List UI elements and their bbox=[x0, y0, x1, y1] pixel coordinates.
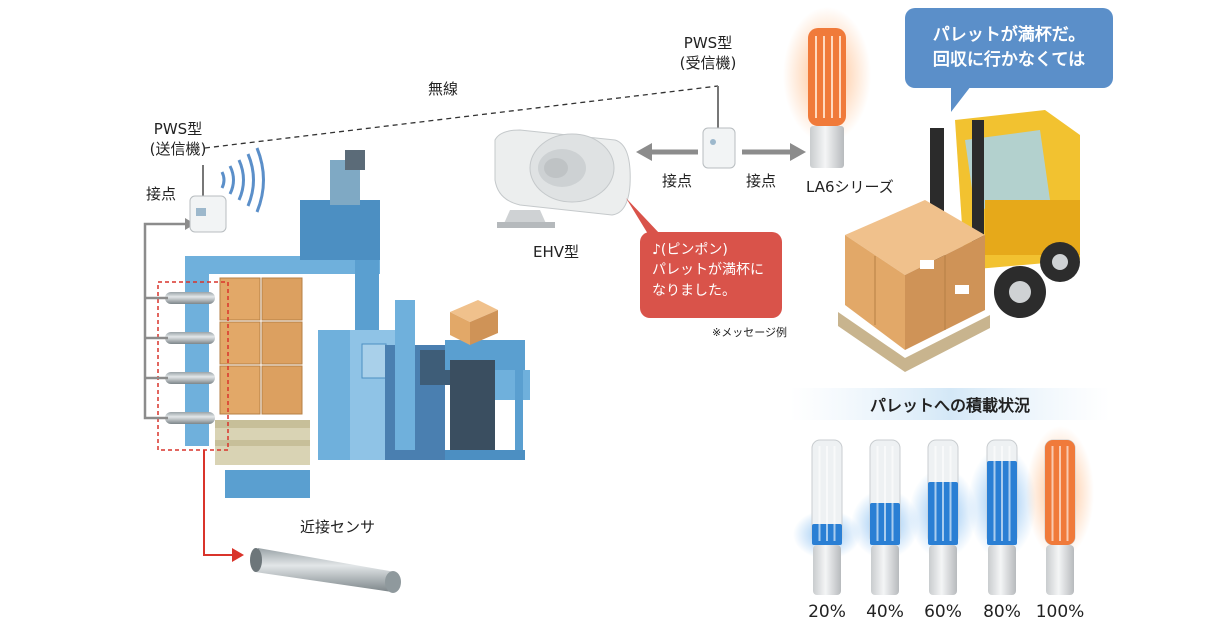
label-pws-transmitter: PWS型(送信機) bbox=[149, 120, 207, 158]
box-stack bbox=[219, 277, 303, 415]
level-label-1: 20% bbox=[808, 602, 846, 622]
level-label-5: 100% bbox=[1035, 602, 1085, 622]
status-title-band bbox=[790, 388, 1110, 420]
proximity-sensor-closeup bbox=[250, 548, 401, 593]
level-tower-base bbox=[929, 545, 957, 595]
label-proximity-sensor: 近接センサ bbox=[300, 518, 376, 536]
worker-speech-line-1: パレットが満杯だ。 bbox=[932, 25, 1086, 46]
pallet-base bbox=[215, 420, 310, 465]
announce-line-2: パレットが満杯に bbox=[652, 262, 764, 279]
worker-bubble-tail bbox=[951, 86, 971, 112]
level-label-4: 80% bbox=[983, 602, 1021, 622]
label-ehv: EHV型 bbox=[533, 243, 580, 261]
pws-transmitter-device bbox=[189, 165, 227, 233]
level-tower-3 bbox=[909, 439, 977, 595]
palletizer-machine bbox=[185, 150, 530, 498]
signal-tower-icon bbox=[783, 7, 871, 168]
status-title: パレットへの積載状況 bbox=[869, 396, 1030, 415]
worker-speech-line-2: 回収に行かなくては bbox=[932, 50, 1086, 70]
sensor-highlight-box bbox=[157, 281, 229, 451]
level-tower-base bbox=[813, 545, 841, 595]
level-tower-base bbox=[871, 545, 899, 595]
label-contact-left: 接点 bbox=[146, 185, 177, 203]
level-tower-base bbox=[988, 545, 1016, 595]
announce-line-1: ♪(ピンポン) bbox=[652, 242, 728, 258]
contact-wiring bbox=[143, 222, 185, 420]
label-la6: LA6シリーズ bbox=[806, 178, 894, 196]
level-label-3: 60% bbox=[924, 602, 962, 622]
wireless-link-line bbox=[204, 85, 719, 149]
label-wireless: 無線 bbox=[428, 80, 459, 98]
level-label-2: 40% bbox=[866, 602, 904, 622]
label-contact-mid-right: 接点 bbox=[746, 172, 777, 190]
horn-speaker-icon bbox=[494, 129, 631, 228]
wireless-wave-icon bbox=[220, 147, 265, 213]
arrow-icon bbox=[636, 143, 806, 161]
label-contact-mid-left: 接点 bbox=[662, 172, 693, 190]
announce-speech-bubble: ♪(ピンポン) パレットが満杯に なりました。 bbox=[640, 232, 782, 318]
level-tower-5 bbox=[1026, 426, 1094, 595]
label-message-example: ※メッセージ例 bbox=[712, 326, 787, 339]
announce-line-3: なりました。 bbox=[652, 282, 736, 299]
conveyor-box bbox=[450, 300, 498, 345]
level-tower-base bbox=[1046, 545, 1074, 595]
level-tower-1 bbox=[793, 439, 861, 595]
level-tower-4 bbox=[968, 439, 1036, 595]
sensor-pointer-arrow bbox=[203, 450, 232, 556]
worker-speech-bubble: パレットが満杯だ。 回収に行かなくては bbox=[905, 8, 1113, 88]
mounted-sensors bbox=[165, 292, 215, 424]
level-tower-2 bbox=[851, 439, 919, 595]
label-pws-receiver: PWS型(受信機) bbox=[679, 34, 737, 72]
forklift-icon bbox=[838, 110, 1080, 372]
announce-bubble-tail bbox=[626, 198, 660, 234]
pws-receiver-device bbox=[702, 86, 736, 169]
loading-level-towers bbox=[793, 426, 1094, 595]
